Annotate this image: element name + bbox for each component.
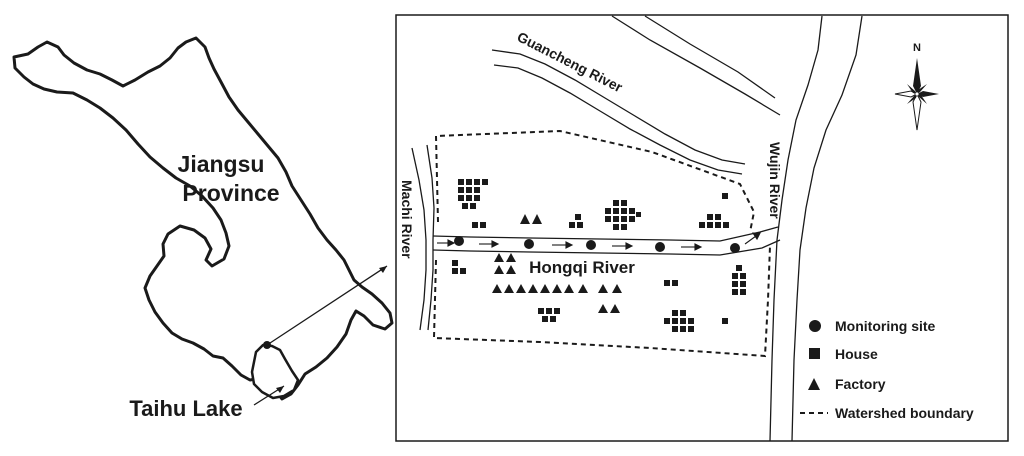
lake-pointer-arrowhead [276,386,284,393]
legend: Monitoring site House Factory Watershed … [800,318,974,421]
jiangsu-province-outline [12,36,394,401]
monitoring-site-1 [454,236,464,246]
legend-factory-label: Factory [835,376,886,392]
compass-north-label: N [913,42,921,54]
factories [492,214,622,313]
houses [452,179,746,332]
compass-rose-icon [894,58,939,131]
location-pointer-line [266,265,388,346]
monitoring-site-3 [586,240,596,250]
taihu-lake-outline [250,343,300,400]
province-label-line2: Province [182,180,279,206]
taihu-lake-label: Taihu Lake [129,396,242,421]
monitoring-site-4 [655,242,665,252]
flow-arrows [437,232,761,251]
legend-monitoring-site-symbol [809,320,821,332]
legend-house-symbol [809,348,820,359]
province-label-line1: Jiangsu [178,151,265,177]
legend-house-label: House [835,346,878,362]
legend-factory-symbol [808,378,820,390]
wujin-river [769,15,863,442]
location-pointer-arrowhead [379,266,387,273]
monitoring-sites [454,236,740,253]
guancheng-river [491,49,746,175]
monitoring-site-2 [524,239,534,249]
wujin-river-label: Wujin River [767,142,783,219]
monitoring-site-5 [730,243,740,253]
machi-river [411,144,435,331]
legend-monitoring-site-label: Monitoring site [835,318,936,334]
machi-river-label: Machi River [399,180,415,259]
upper-tributary [611,15,781,116]
legend-watershed-label: Watershed boundary [835,405,974,421]
hongqi-river-label: Hongqi River [529,258,635,277]
